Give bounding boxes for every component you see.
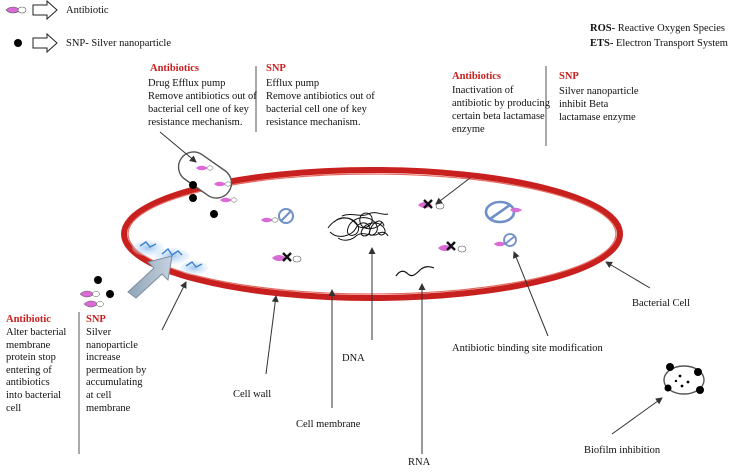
efflux-snp-heading: SNP — [266, 63, 286, 74]
pointer-efflux — [159, 131, 197, 163]
pointer-binding-site — [513, 251, 549, 337]
label-cell-wall: Cell wall — [233, 389, 272, 400]
inactivation-snp-text: Silver nanoparticle inhibit Beta lactama… — [559, 86, 639, 123]
binding-site-modification — [494, 233, 517, 247]
ets-key: ETS- — [590, 38, 614, 49]
label-dna: DNA — [342, 353, 365, 364]
legend-antibiotic-label: Antibiotic — [66, 5, 109, 16]
legend-arrow-1 — [32, 0, 58, 21]
label-biofilm: Biofilm inhibition — [584, 445, 661, 456]
membrane-antibiotic-text: Alter bacterial membrane protein stop en… — [6, 327, 67, 414]
abbrev-ets: ETS- Electron Transport System — [590, 37, 728, 50]
biofilm-cell — [663, 363, 705, 395]
label-binding-site: Antibiotic binding site modification — [452, 343, 603, 354]
membrane-snp-text: Silver nanoparticle increase permeation … — [86, 327, 147, 414]
antibiotic-inside-x-1 — [272, 252, 302, 263]
efflux-snp-text: Efflux pump Remove antibiotics out of ba… — [266, 78, 375, 128]
legend-snp-label: SNP- Silver nanoparticle — [66, 38, 171, 49]
beta-lactamase-inhibition — [484, 200, 522, 224]
pointer-inactivation — [435, 177, 471, 205]
legend-snp-dot — [14, 39, 22, 47]
label-cell-membrane: Cell membrane — [296, 419, 361, 430]
entry-arrow — [127, 255, 173, 299]
legend-arrow-2 — [32, 32, 58, 54]
legend-antibiotic-icon — [5, 6, 27, 14]
inactivation-snp-heading: SNP — [559, 71, 579, 82]
efflux-antibiotics-heading: Antibiotics — [150, 63, 200, 74]
pointer-bacterial-cell — [605, 261, 651, 289]
antibiotic-inside-1 — [261, 208, 294, 224]
ets-text: Electron Transport System — [613, 38, 728, 49]
membrane-antibiotic-heading: Antibiotic — [6, 314, 51, 325]
pointer-biofilm — [611, 397, 663, 435]
label-rna: RNA — [408, 457, 431, 468]
membrane-snp-heading: SNP — [86, 314, 106, 325]
antibiotic-inside-x-3 — [438, 241, 467, 253]
rna-strand — [395, 266, 435, 277]
abbrev-ros: ROS- Reactive Oxygen Species — [590, 22, 725, 35]
pointer-membrane — [161, 281, 187, 331]
dna-tangle — [327, 212, 389, 241]
ros-text: Reactive Oxygen Species — [615, 23, 726, 34]
efflux-pump — [177, 151, 238, 218]
label-bacterial-cell: Bacterial Cell — [632, 298, 691, 309]
outside-antibiotics — [79, 276, 114, 308]
efflux-antibiotics-text: Drug Efflux pump Remove antibiotics out … — [148, 78, 257, 128]
ros-key: ROS- — [590, 23, 616, 34]
inactivation-antibiotics-text: Inactivation of antibiotic by producing … — [452, 85, 550, 135]
inactivation-antibiotics-heading: Antibiotics — [452, 71, 502, 82]
pointer-cell-wall — [265, 295, 279, 375]
